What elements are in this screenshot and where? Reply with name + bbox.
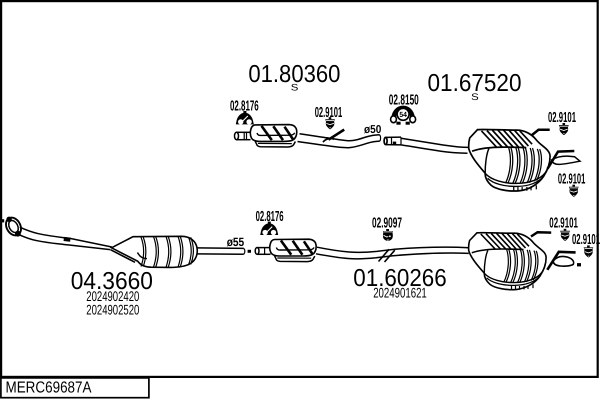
svg-text:02.8176: 02.8176 — [256, 209, 284, 225]
svg-text:02.9101: 02.9101 — [548, 110, 576, 126]
svg-text:01.67520: 01.67520 — [428, 70, 522, 97]
svg-text:02.9101: 02.9101 — [558, 171, 586, 187]
svg-text:02.9097: 02.9097 — [372, 216, 402, 232]
svg-text:S: S — [291, 83, 299, 94]
svg-text:02.9101: 02.9101 — [315, 105, 343, 121]
svg-text:01.80360: 01.80360 — [248, 61, 340, 88]
svg-text:ø55: ø55 — [227, 235, 245, 249]
svg-text:04.3660: 04.3660 — [71, 268, 153, 295]
svg-text:2024902420: 2024902420 — [86, 288, 139, 304]
svg-text:02.9101: 02.9101 — [572, 232, 600, 248]
svg-text:02.9101: 02.9101 — [549, 216, 578, 232]
svg-text:02.8150: 02.8150 — [389, 92, 419, 108]
svg-text:2024901621: 2024901621 — [373, 285, 427, 301]
svg-text:MERC69687A: MERC69687A — [6, 380, 92, 397]
svg-text:02.8176: 02.8176 — [230, 99, 259, 115]
svg-text:01.60266: 01.60266 — [353, 265, 446, 292]
svg-text:ø50: ø50 — [364, 124, 381, 136]
svg-text:2024902520: 2024902520 — [86, 302, 139, 318]
svg-text:S: S — [471, 92, 479, 103]
